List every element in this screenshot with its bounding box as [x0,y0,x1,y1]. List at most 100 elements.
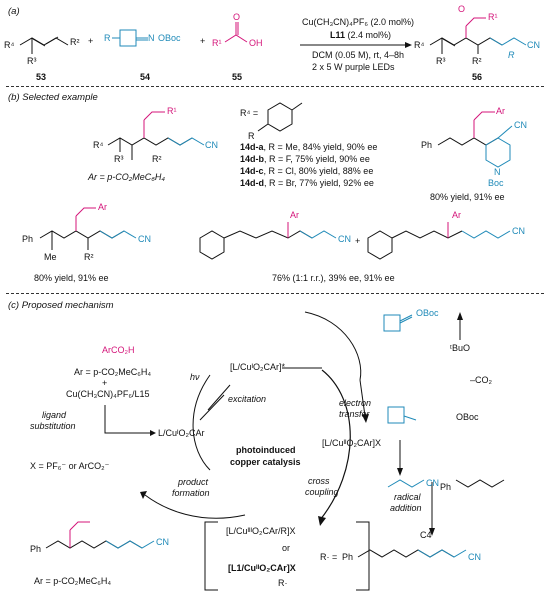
o-label-55: O [233,12,241,22]
cross-coupling-1: cross [308,476,330,486]
product-formation-1: product [178,477,209,487]
diene-regioisomer-1 [199,222,337,260]
cyclobutanone-oxime-54 [112,29,148,47]
oboc-top-label: OBoc [416,308,439,318]
me-label: Me [44,252,57,262]
minus-co2-label: –CO₂ [470,375,492,385]
plus-c: + [102,378,108,388]
r1-label-b: R¹ [167,106,177,116]
iminyl-radical [387,406,417,424]
r3-label-b: R³ [114,154,124,164]
cu-iii-complex: [L/CuᴵᴵᴵO₂CAr/R]X [226,526,296,536]
r2-label-me: R² [84,252,94,262]
electron-transfer-2: transfer [339,409,370,419]
divider-2 [6,293,544,294]
r1-label-56: R¹ [488,12,498,22]
cn-label-piperidine: CN [514,120,527,130]
c4-label: C4' [420,530,434,540]
condition-light: 2 x 5 W purple LEDs [312,62,395,72]
boc-label-piperidine: Boc [488,178,504,188]
general-product-b [107,111,205,160]
example-14d-c: 14d-c, R = Cl, 80% yield, 88% ee [240,166,374,176]
ph-label-radical: Ph [342,552,354,562]
section-c-header: (c) Proposed mechanism [8,300,114,311]
condition-ligand: L11 (2.4 mol%) [330,30,392,40]
oboc-anion-label: OBoc [456,412,479,422]
r2-label: R² [70,37,80,47]
plus-b: + [355,236,361,246]
ph-label-me: Ph [22,234,34,244]
piperidine-yield: 80% yield, 91% ee [430,192,505,202]
example-14d-d: 14d-d, R = Br, 77% yield, 92% ee [240,178,374,188]
condition-solvent: DCM (0.05 M), rt, 4–8h [312,50,405,60]
me-product [39,207,137,250]
radical-addition-2: addition [390,503,422,513]
cn-label-allylic: CN [468,552,481,562]
example-14d-b: 14d-b, R = F, 75% yield, 90% ee [240,154,370,164]
photoinduced-label-2: copper catalysis [230,457,301,467]
compound-55-label: 55 [232,72,243,82]
cu-ii-complex: [L/CuᴵᴵO₂CAr]X [322,438,382,448]
product-formation-2: formation [172,488,210,498]
excited-cu-complex: [L/CuᴵO₂CAr]* [230,362,286,372]
hv-label: hν [190,372,200,382]
arco2h-label: ArCO₂H [102,345,135,355]
cu-ii-radical-pair: [L1/CuᴵᴵO₂CAr]X [228,563,296,573]
electron-transfer-1: electron [339,398,372,408]
r4-label-56: R⁴ [414,40,425,50]
me-yield: 80% yield, 91% ee [34,273,109,283]
ar-label-diene-1: Ar [290,210,299,220]
ligand-substitution-2: substitution [30,421,76,431]
r-label-54: R [104,33,111,43]
divider-1 [6,86,544,87]
cn-label-56: CN [527,40,540,50]
r4-definition: R⁴ = [240,108,259,118]
plus-2: + [200,36,206,46]
ar-definition-b: Ar = p-CO₂MeC₆H₄ [88,172,165,182]
ph-label-final: Ph [30,544,42,554]
r1-label-55: R¹ [212,38,222,48]
compound-56-label: 56 [472,72,483,82]
product-56 [429,17,527,54]
ar-label-diene-2: Ar [452,210,461,220]
oboc-label-54: OBoc [158,33,181,43]
cn-label-radical: CN [426,478,439,488]
n-label-54: N [148,33,155,43]
r-equals-label: R· = [320,552,338,562]
diene-regioisomer-2 [367,222,511,260]
x-definition: X = PF₆⁻ or ArCO₂⁻ [30,461,110,471]
section-b-header: (b) Selected example [8,92,98,103]
r-radical-label: R· [278,578,288,588]
r-label-aryl: R [248,131,255,141]
tbuo-label: ᵗBuO [450,343,470,353]
carboxylic-acid-55 [224,22,248,43]
photoinduced-label-1: photoinduced [236,445,296,455]
o-label-56: O [458,4,466,14]
plus-1: + [88,36,94,46]
section-a-header: (a) [8,6,20,17]
cn-label-diene-1: CN [338,234,351,244]
r4-label-b: R⁴ [93,140,104,150]
excitation-arrow-1 [207,384,231,411]
piperidine-product [437,111,513,168]
n-label-piperidine: N [494,167,501,177]
cn-label-me: CN [138,234,151,244]
cu-precursor-label: Cu(CH₃CN)₄PF₆/L15 [66,389,150,399]
r2-label-56: R² [472,56,482,66]
compound-53-label: 53 [36,72,47,82]
cn-label-final: CN [156,537,169,547]
r4-label: R⁴ [4,40,15,50]
cross-coupling-2: coupling [305,487,339,497]
oh-label-55: OH [249,38,263,48]
radical-addition-1: radical [394,492,421,502]
r-label-56: R [508,50,515,60]
cyanoalkyl-radical [387,479,425,488]
ar-label-piperidine: Ar [496,106,505,116]
condition-catalyst: Cu(CH₃CN)₄PF₆ (2.0 mol%) [302,17,414,27]
ph-label-piperidine: Ph [421,140,433,150]
excitation-arrow-2 [199,394,225,421]
ar-definition-c: Ar = p-CO₂MeC₆H₄ [74,367,152,377]
cn-label-b: CN [205,140,218,150]
